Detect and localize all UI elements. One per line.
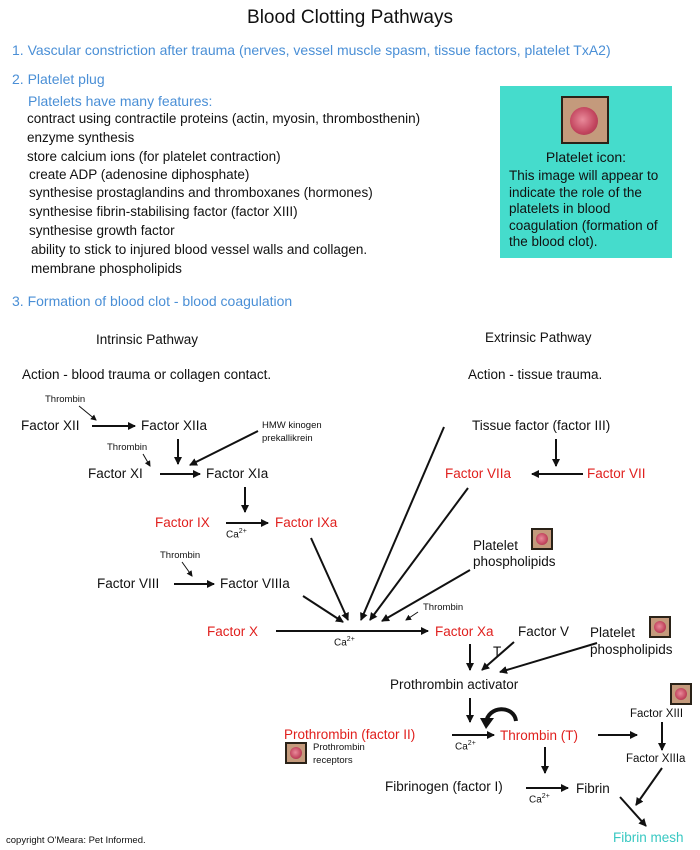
factor-x: Factor X [207, 624, 259, 639]
thrombin-label: Thrombin [107, 442, 148, 453]
arrow-xiiia-mesh [635, 767, 663, 806]
arrow-thrombin-viii [181, 561, 193, 577]
feature-item: synthesise prostaglandins and thromboxan… [29, 185, 373, 200]
arrow-hmw [189, 430, 259, 466]
thrombin-label: Thrombin [423, 602, 464, 613]
factor-xiia: Factor XIIa [141, 418, 208, 433]
fibrin-mesh: Fibrin mesh [613, 830, 684, 845]
factor-v: Factor V [518, 624, 570, 639]
step-1-heading: 1. Vascular constriction after trauma (n… [12, 42, 611, 58]
tissue-factor: Tissue factor (factor III) [472, 418, 611, 433]
factor-xiii: Factor XIII [630, 708, 684, 720]
platelet-info-box: Platelet icon: This image will appear to… [500, 86, 672, 258]
extrinsic-pathway-title: Extrinsic Pathway [485, 330, 592, 345]
feature-item: create ADP (adenosine diphosphate) [29, 167, 250, 182]
arrow-ixa-x [310, 537, 349, 621]
copyright-notice: copyright O'Meara: Pet Informed. [6, 835, 146, 846]
platelet-icon [561, 96, 609, 144]
platelet-features-heading: Platelets have many features: [28, 93, 213, 109]
step-2-heading: 2. Platelet plug [12, 71, 105, 87]
factor-vii: Factor VII [587, 466, 646, 481]
feature-item: enzyme synthesis [27, 130, 135, 145]
calcium-label: Ca2+ [529, 793, 550, 806]
step-3-heading: 3. Formation of blood clot - blood coagu… [12, 293, 293, 309]
arrow-v [481, 641, 515, 671]
extrinsic-action: Action - tissue trauma. [468, 367, 603, 382]
arrow-thrombin-xii [78, 405, 97, 421]
feature-item: contract using contractile proteins (act… [27, 111, 421, 126]
thrombin-label: Thrombin [45, 394, 86, 405]
platelet-label: Platelet [590, 625, 636, 640]
intrinsic-action: Action - blood trauma or collagen contac… [22, 367, 272, 382]
factor-ix: Factor IX [155, 515, 210, 530]
fibrin: Fibrin [576, 781, 610, 796]
arrow-viiia-x [302, 595, 344, 623]
calcium-label: Ca2+ [226, 528, 247, 541]
calcium-label: Ca2+ [334, 636, 355, 649]
thrombin-t: Thrombin (T) [500, 728, 579, 743]
feature-item: ability to stick to injured blood vessel… [31, 242, 368, 257]
factor-viiia: Factor VIIIa [220, 576, 290, 591]
phospholipids-label: phospholipids [590, 642, 673, 657]
hmw-kinogen: HMW kinogen [262, 420, 322, 431]
prothrombin-receptors-label: receptors [313, 755, 353, 766]
calcium-label: Ca2+ [455, 740, 476, 753]
feature-item: store calcium ions (for platelet contrac… [27, 149, 281, 164]
thrombin-label: Thrombin [160, 550, 201, 561]
arrow-fibrin-mesh [619, 796, 647, 827]
arrow-viia-x [369, 487, 469, 621]
arrow-thrombin-x [405, 611, 419, 621]
factor-xiiia: Factor XIIIa [626, 753, 686, 765]
feature-item: membrane phospholipids [31, 261, 182, 276]
fibrinogen: Fibrinogen (factor I) [385, 779, 503, 794]
factor-xi: Factor XI [88, 466, 143, 481]
prothrombin-activator: Prothrombin activator [390, 677, 519, 692]
feature-item: synthesise growth factor [29, 223, 175, 238]
prothrombin: Prothrombin (factor II) [284, 727, 416, 742]
thrombin-t-label: T [493, 644, 502, 659]
factor-ixa: Factor IXa [275, 515, 338, 530]
factor-viii: Factor VIII [97, 576, 160, 591]
feature-item: synthesise fibrin-stabilising factor (fa… [29, 204, 298, 219]
factor-xia: Factor XIa [206, 466, 269, 481]
arrow-thrombin-xi [142, 453, 151, 467]
factor-xii: Factor XII [21, 418, 80, 433]
platelet-icon [531, 528, 553, 550]
factor-viia: Factor VIIa [445, 466, 512, 481]
info-box-caption: Platelet icon: [545, 149, 627, 165]
phospholipids-label: phospholipids [473, 554, 556, 569]
prothrombin-receptors-label: Prothrombin [313, 742, 365, 753]
factor-xa: Factor Xa [435, 624, 494, 639]
platelet-label: Platelet [473, 538, 519, 553]
info-box-text: This image will appear to indicate the r… [509, 168, 659, 249]
platelet-icon [649, 616, 671, 638]
intrinsic-pathway-title: Intrinsic Pathway [96, 332, 199, 347]
arrow-platelet-activator [499, 642, 598, 674]
platelet-icon [670, 683, 692, 705]
prekallikrein: prekallikrein [262, 433, 313, 444]
page-title: Blood Clotting Pathways [247, 7, 453, 28]
platelet-icon [285, 742, 307, 764]
arrow-phospho-x [381, 569, 471, 622]
arrow-tissue-factor [360, 426, 445, 621]
thrombin-feedback-head [480, 718, 494, 729]
